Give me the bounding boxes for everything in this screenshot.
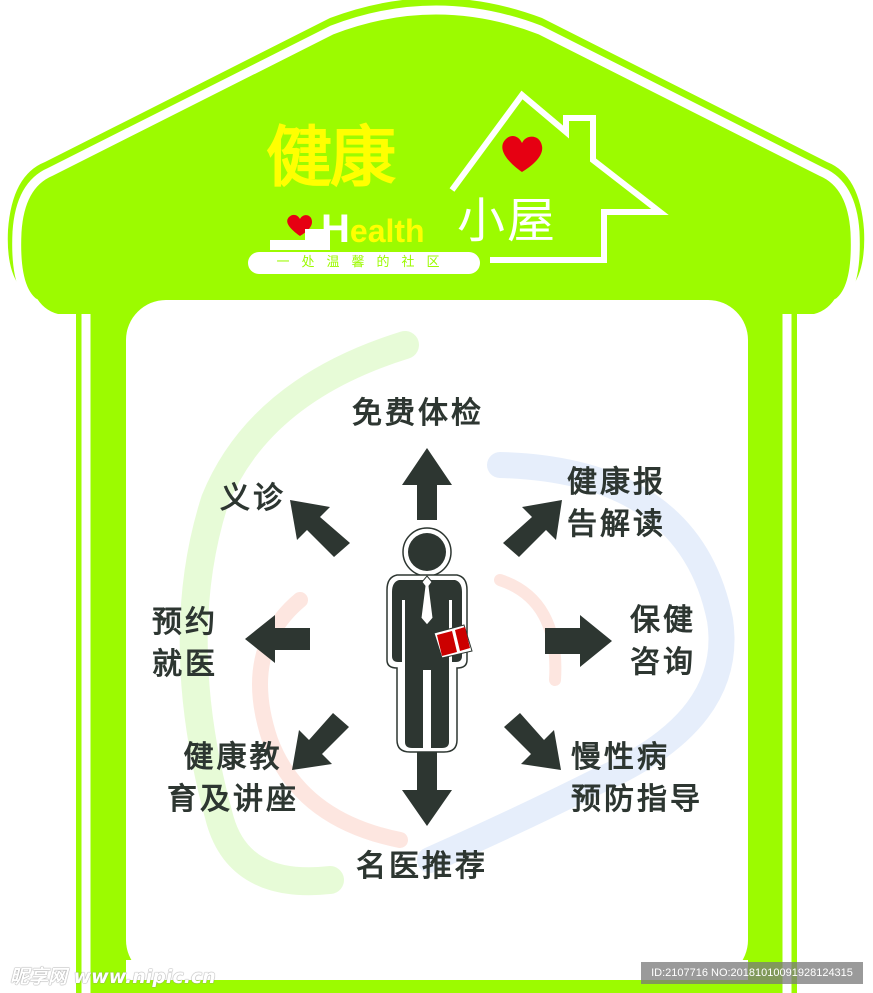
arrow-right-icon [545,615,612,667]
service-health-education: 健康教 育及讲座 [167,737,299,821]
arrow-down-left-icon [292,713,349,770]
watermark-site: 昵享网 www.nipic.cn [10,966,216,988]
arrow-down-icon [402,752,452,826]
service-report-reading-line2: 告解读 [567,507,666,542]
house-line-icon [449,90,669,263]
service-appointment-line2: 就医 [152,647,218,682]
service-health-consult-line1: 保健 [630,603,696,638]
title-health-rest: ealth [349,213,425,249]
service-free-clinic: 义诊 [220,481,286,516]
service-health-education-line2: 育及讲座 [167,782,299,817]
service-report-reading-line1: 健康报 [567,465,666,500]
arrow-up-left-icon [290,500,350,557]
heart-icon-large [502,136,543,172]
bg-swirl-blue [417,452,735,873]
service-health-consult-line2: 咨询 [630,645,696,680]
title-health-initial: H [321,207,350,251]
service-appointment: 预约 就医 [152,602,218,686]
title-little-house: 小屋 [457,193,558,249]
service-appointment-line1: 预约 [152,605,218,640]
title-steps [270,240,330,250]
arrows [245,448,612,826]
necktie-icon [420,575,434,626]
businessman-icon [386,527,473,753]
arrow-down-right-icon [504,713,561,770]
service-chronic-prevention-line2: 预防指导 [571,782,703,817]
service-health-consult: 保健 咨询 [630,600,696,684]
title-health-en: Health [321,209,425,251]
arrow-up-right-icon [503,500,562,557]
service-free-checkup: 免费体检 [352,396,484,431]
watermark-id: ID:2107716 NO:20181010091928124315 [641,962,863,984]
red-book-icon [433,624,473,659]
house-inner-outline [12,5,860,993]
service-doctor-recommend: 名医推荐 [356,849,488,884]
arrow-left-icon [245,615,310,663]
bg-swirl-green [179,331,419,896]
service-chronic-prevention-line1: 慢性病 [571,740,670,775]
slogan-pill: 一处温馨的社区 [248,252,480,274]
service-report-reading: 健康报 告解读 [567,462,666,546]
arrow-up-icon [402,448,452,520]
service-health-education-line1: 健康教 [183,740,283,775]
title-health-cn: 健康 [266,119,396,196]
service-chronic-prevention: 慢性病 预防指导 [571,737,703,821]
